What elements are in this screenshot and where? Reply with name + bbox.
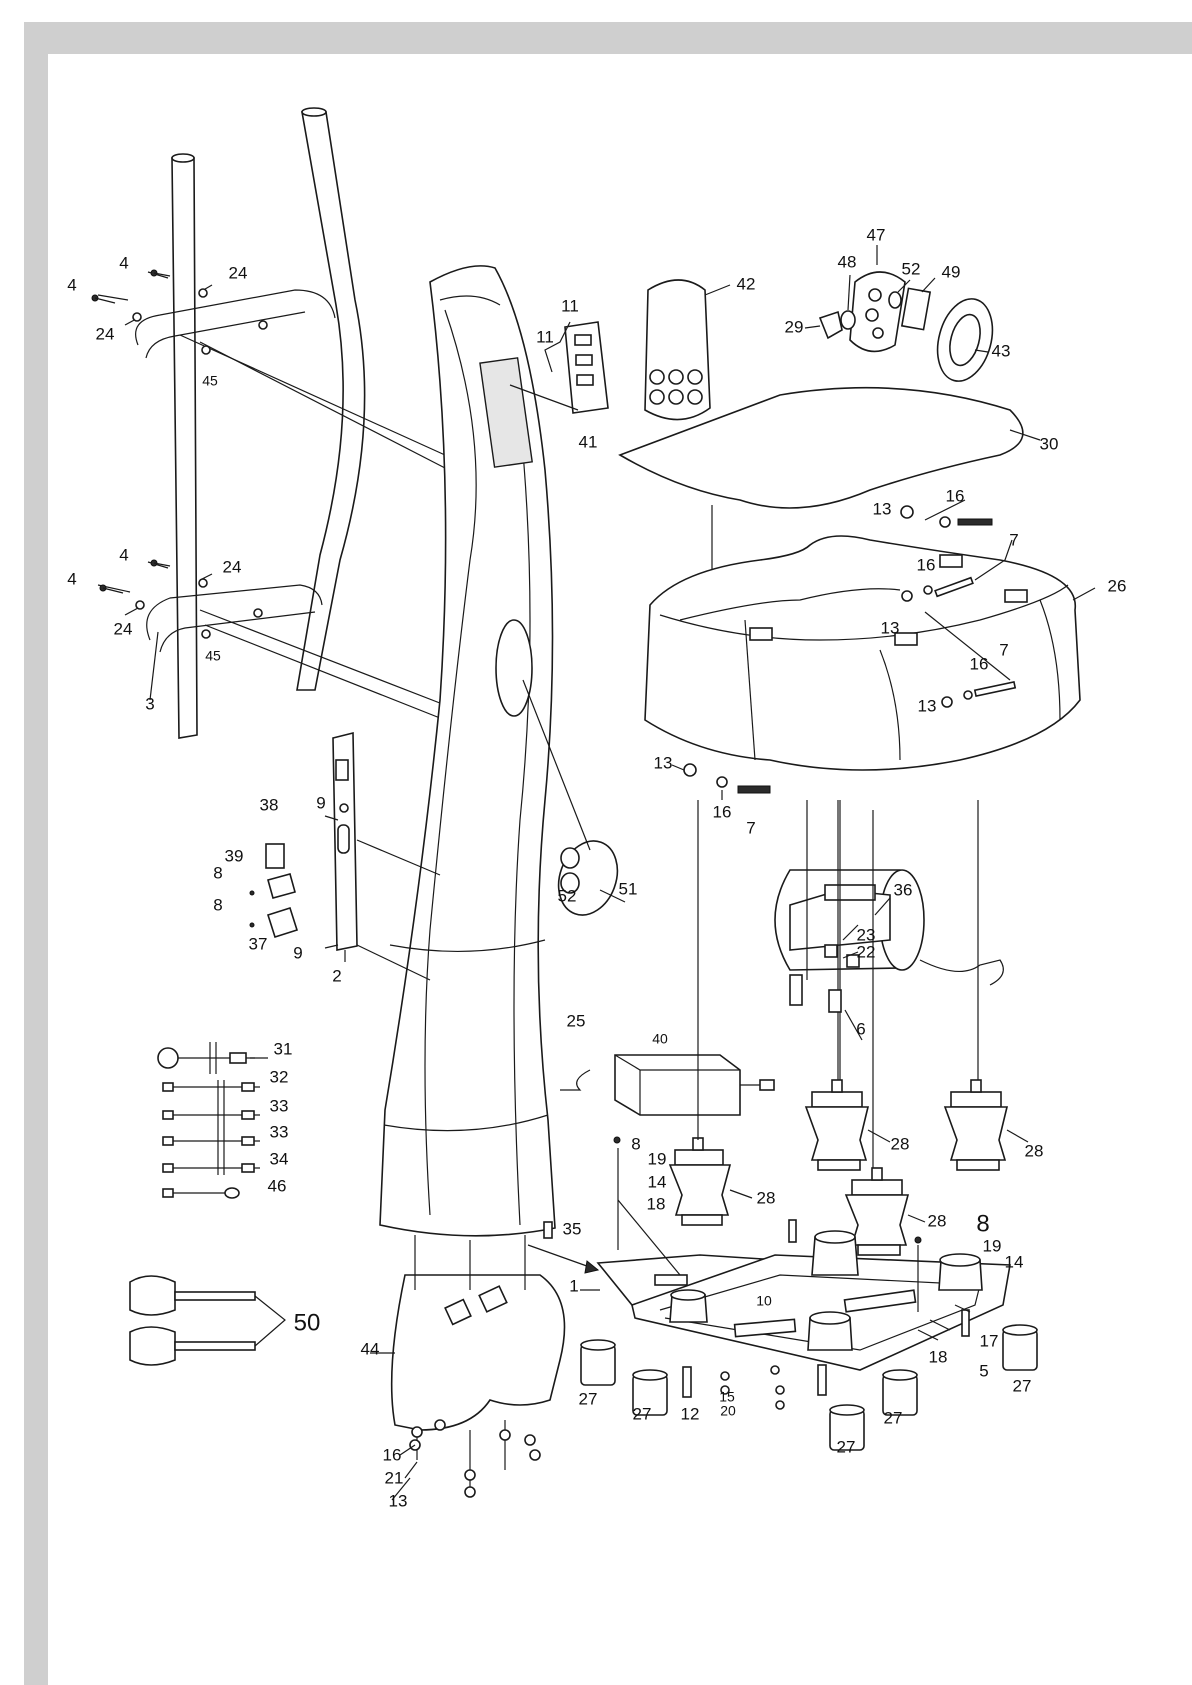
part-number-label: 49 [942, 262, 961, 281]
part-number-label: 4 [119, 545, 128, 564]
part-number-label: 41 [579, 432, 598, 451]
part-number-label: 11 [536, 327, 554, 346]
part-number-label: 13 [918, 696, 937, 715]
part-number-label: 18 [647, 1194, 666, 1213]
part-number-label: 47 [867, 225, 886, 244]
part-number-label: 19 [983, 1236, 1002, 1255]
part-number-label: 13 [881, 618, 900, 637]
part-number-label: 8 [213, 863, 222, 882]
part-number-label: 11 [561, 296, 579, 315]
part-number-label: 6 [856, 1019, 865, 1038]
part-number-label: 48 [838, 252, 857, 271]
part-number-label: 27 [633, 1404, 652, 1423]
part-number-label: 38 [260, 795, 279, 814]
part-number-label: 16 [946, 486, 965, 505]
part-number-label: 24 [96, 324, 115, 343]
part-number-label: 12 [681, 1404, 700, 1423]
part-number-label: 13 [873, 499, 892, 518]
part-number-label: 32 [270, 1067, 289, 1086]
part-number-label: 52 [902, 259, 921, 278]
part-number-label: 52 [558, 886, 577, 905]
part-number-label: 27 [837, 1437, 856, 1456]
part-number-label: 28 [928, 1211, 947, 1230]
part-number-label: 7 [999, 640, 1008, 659]
part-number-label: 46 [268, 1176, 287, 1195]
part-number-label: 51 [619, 879, 638, 898]
part-number-label: 10 [756, 1293, 772, 1309]
part-number-label: 4 [119, 253, 128, 272]
part-number-label: 18 [929, 1347, 948, 1366]
part-number-label: 4 [67, 569, 76, 588]
part-number-label: 33 [270, 1122, 289, 1141]
part-number-label: 40 [652, 1031, 668, 1047]
part-number-label: 43 [992, 341, 1011, 360]
part-number-label: 13 [654, 753, 673, 772]
part-number-label: 25 [567, 1011, 586, 1030]
part-number-label: 33 [270, 1096, 289, 1115]
part-number-label: 24 [223, 557, 242, 576]
part-number-label: 19 [648, 1149, 667, 1168]
part-number-label: 21 [385, 1468, 404, 1487]
part-number-label: 5 [979, 1361, 988, 1380]
part-number-label: 45 [205, 648, 221, 664]
part-number-label: 34 [270, 1149, 289, 1168]
part-number-label: 28 [1025, 1141, 1044, 1160]
part-number-label: 1 [569, 1276, 578, 1295]
part-number-label: 2 [332, 966, 341, 985]
part-number-label: 16 [383, 1445, 402, 1464]
part-number-label: 13 [389, 1491, 408, 1510]
part-number-label: 14 [648, 1172, 667, 1191]
part-number-label: 26 [1108, 576, 1127, 595]
part-number-label: 24 [114, 619, 133, 638]
part-number-label: 42 [737, 274, 756, 293]
part-number-label: 9 [316, 793, 325, 812]
part-number-label: 14 [1005, 1252, 1024, 1271]
part-number-label: 20 [720, 1403, 736, 1419]
part-number-label: 50 [294, 1309, 321, 1336]
part-number-label: 39 [225, 846, 244, 865]
part-number-label: 27 [1013, 1376, 1032, 1395]
part-number-label: 8 [213, 895, 222, 914]
part-number-label: 9 [293, 943, 302, 962]
part-number-label: 27 [884, 1408, 903, 1427]
part-number-label: 17 [980, 1331, 999, 1350]
part-number-label: 37 [249, 934, 268, 953]
part-number-label: 7 [1009, 530, 1018, 549]
part-number-label: 36 [894, 880, 913, 899]
part-number-label: 28 [891, 1134, 910, 1153]
part-number-label: 7 [746, 818, 755, 837]
part-number-label: 8 [631, 1134, 640, 1153]
part-number-label: 3 [145, 694, 154, 713]
part-number-label: 29 [785, 317, 804, 336]
part-number-label: 30 [1040, 434, 1059, 453]
part-number-label: 16 [917, 555, 936, 574]
part-number-label: 31 [274, 1039, 293, 1058]
part-number-label: 45 [202, 373, 218, 389]
part-number-label: 4 [67, 275, 76, 294]
part-number-label: 22 [857, 942, 876, 961]
part-number-label: 24 [229, 263, 248, 282]
part-number-label: 44 [361, 1339, 380, 1358]
part-number-label: 35 [563, 1219, 582, 1238]
part-number-label: 16 [970, 654, 989, 673]
part-number-label: 27 [579, 1389, 598, 1408]
part-number-label: 28 [757, 1188, 776, 1207]
part-number-label: 8 [976, 1210, 989, 1237]
part-number-label: 16 [713, 802, 732, 821]
